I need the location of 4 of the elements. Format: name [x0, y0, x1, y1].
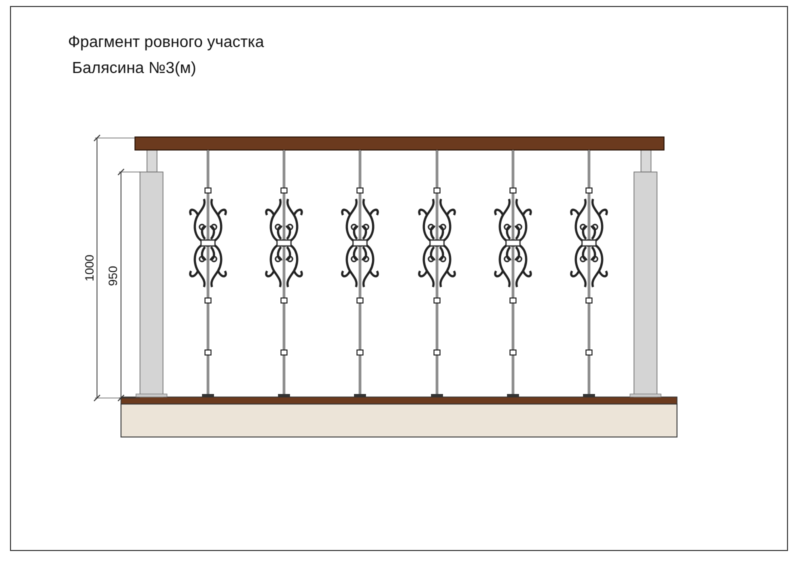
dimension-label: 950	[106, 266, 120, 286]
dimension-label: 1000	[82, 254, 96, 282]
diagram-title: Фрагмент ровного участка	[68, 34, 264, 52]
part-label: Балясина №3(м)	[72, 60, 196, 78]
